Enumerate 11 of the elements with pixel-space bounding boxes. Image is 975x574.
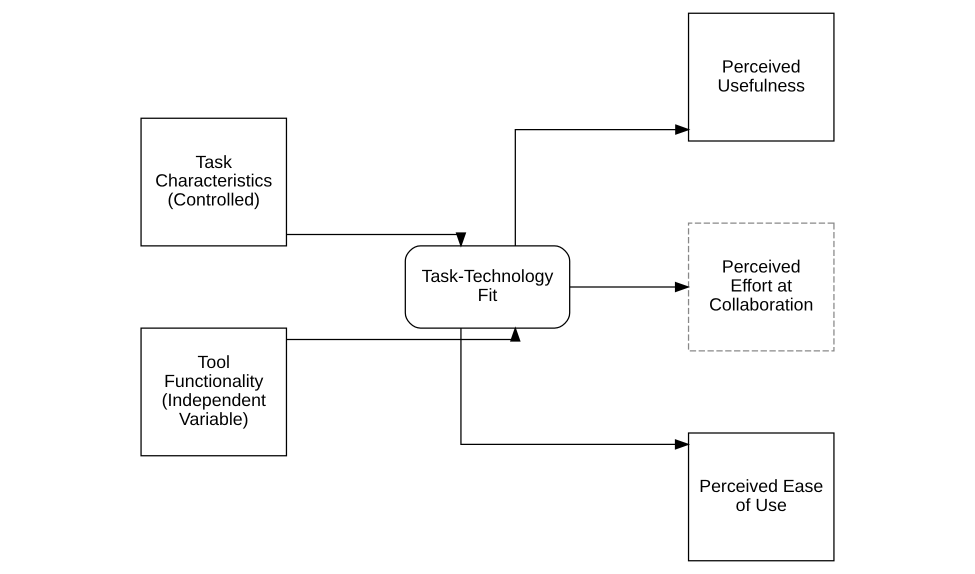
arrow: [286, 326, 521, 342]
arrow: [460, 328, 690, 450]
node-box: Tool Functionality (Independent Variable): [140, 327, 288, 456]
node-box: Perceived Usefulness: [688, 12, 835, 142]
node-box: Perceived Effort at Collaboration: [688, 222, 835, 352]
node-box: Task-Technology Fit: [404, 245, 570, 329]
arrow: [514, 124, 690, 246]
arrow: [286, 232, 466, 248]
arrow: [570, 282, 690, 292]
node-box: Perceived Ease of Use: [688, 432, 835, 562]
node-box: Task Characteristics (Controlled): [140, 118, 288, 247]
